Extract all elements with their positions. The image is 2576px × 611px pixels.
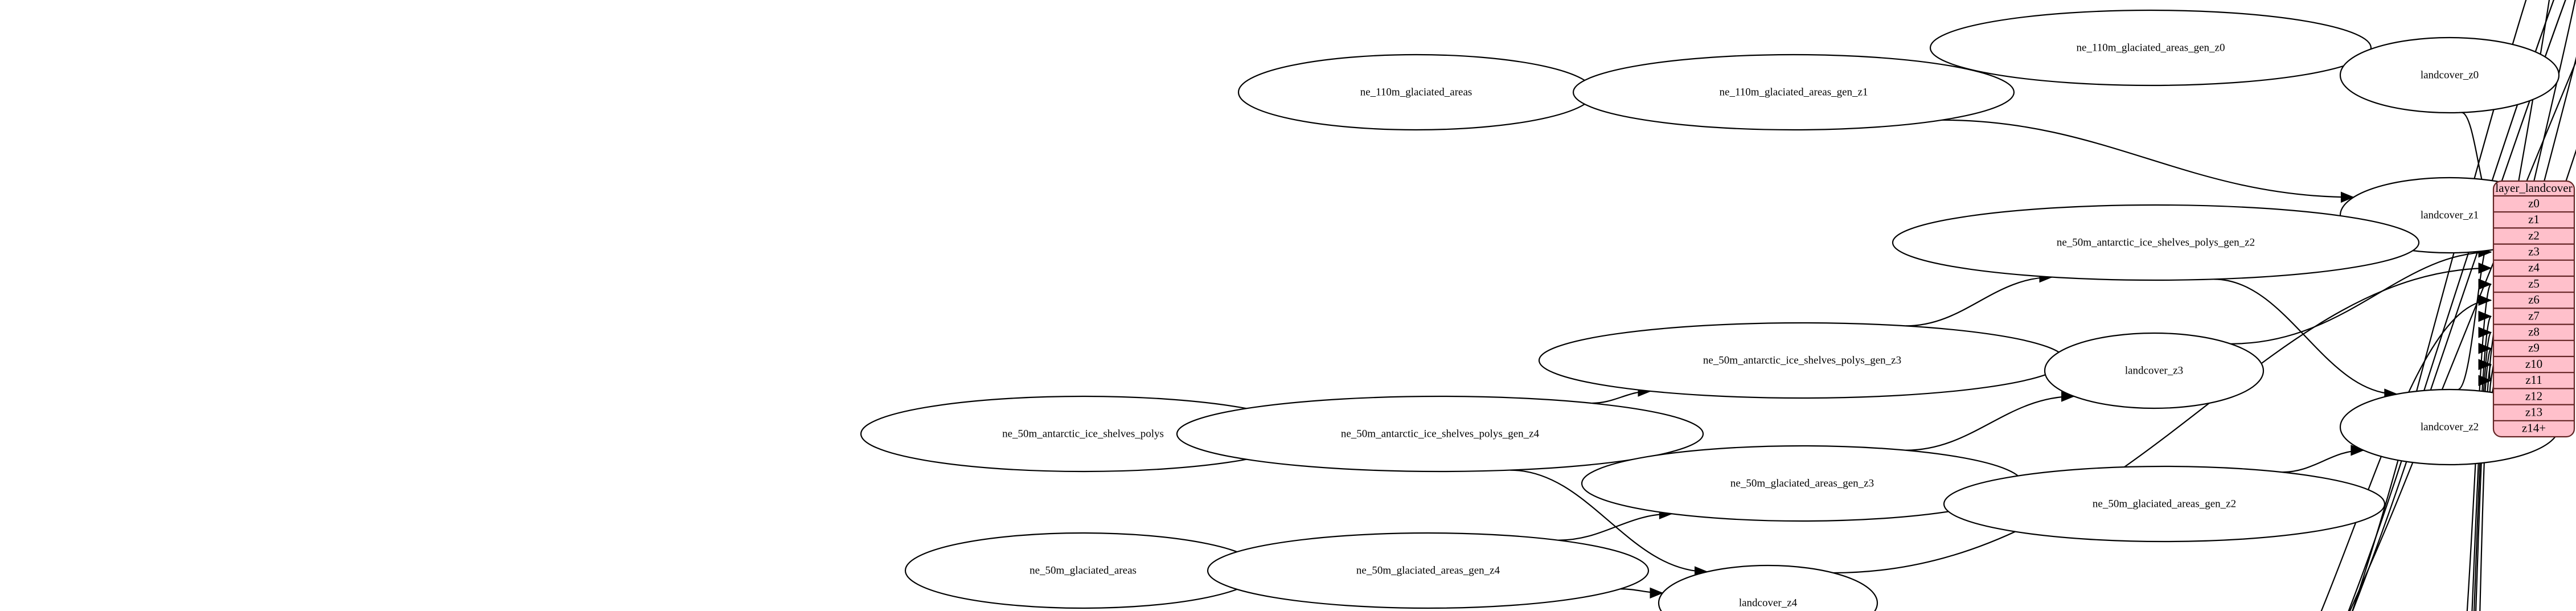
node-label: ne_50m_glaciated_areas_gen_z4 [1356, 564, 1500, 576]
node-label: landcover_z4 [1739, 597, 1798, 609]
graph-node-landcover_z3[interactable]: landcover_z3 [2044, 332, 2265, 409]
node-ellipse [1176, 395, 1704, 473]
table-row-z13[interactable]: z13 [2525, 405, 2542, 419]
edge-arrowhead [2478, 343, 2492, 354]
edge-landcover_z4-to-layer_landcover_z4 [1833, 267, 2492, 574]
graph-node-ne_110m_glaciated_areas_gen_z1[interactable]: ne_110m_glaciated_areas_gen_z1 [1572, 54, 2015, 131]
table-row-z3[interactable]: z3 [2528, 245, 2540, 259]
table-row-z9[interactable]: z9 [2528, 341, 2540, 355]
edge-landcover_z3-to-layer_landcover_z3 [2230, 251, 2492, 345]
graph-node-ne_50m_antarctic_ice_shelves_polys_gen_z4[interactable]: ne_50m_antarctic_ice_shelves_polys_gen_z… [1176, 395, 1704, 473]
table-row-z5[interactable]: z5 [2528, 277, 2540, 290]
graph-node-ne_50m_antarctic_ice_shelves_polys_gen_z3[interactable]: ne_50m_antarctic_ice_shelves_polys_gen_z… [1538, 322, 2066, 399]
node-label: ne_50m_antarctic_ice_shelves_polys [1002, 428, 1164, 440]
node-label: ne_50m_glaciated_areas_gen_z2 [2093, 498, 2236, 510]
edge-ne_50m_antarctic_ice_shelves_polys_gen_z4-to-landcover_z4 [1510, 469, 1708, 573]
node-ellipse [1892, 204, 2420, 281]
edge-arrowhead [2478, 326, 2492, 338]
node-label: ne_50m_antarctic_ice_shelves_polys_gen_z… [1341, 428, 1540, 440]
table-row-z14+[interactable]: z14+ [2522, 421, 2546, 435]
table-row-z2[interactable]: z2 [2528, 228, 2540, 242]
table-row-z6[interactable]: z6 [2528, 293, 2540, 306]
edge-osm_landcover_polygon-to-layer_landcover_z14_ [2349, 60, 2576, 611]
graph-node-ne_50m_glaciated_areas_gen_z3[interactable]: ne_50m_glaciated_areas_gen_z3 [1581, 445, 2024, 522]
table-row-z8[interactable]: z8 [2528, 325, 2540, 339]
edge-ne_50m_antarctic_ice_shelves_polys_gen_z2-to-landcover_z2 [2214, 278, 2397, 395]
node-label: landcover_z3 [2125, 364, 2183, 376]
edge-ne_110m_glaciated_areas_gen_z1-to-landcover_z1 [1942, 119, 2354, 198]
graph-node-ne_50m_glaciated_areas_gen_z2[interactable]: ne_50m_glaciated_areas_gen_z2 [1943, 465, 2386, 543]
edge-osm_landcover_gen_z8-to-layer_landcover_z8 [2473, 331, 2492, 611]
edge-arrowhead [1650, 587, 1664, 599]
table-header-label: layer_landcover [2495, 181, 2572, 195]
table-row-z7[interactable]: z7 [2528, 309, 2540, 322]
edge-arrowhead [2478, 294, 2492, 306]
node-ellipse [1943, 465, 2386, 543]
node-label: ne_110m_glaciated_areas [1360, 86, 1472, 98]
node-label: ne_110m_glaciated_areas_gen_z0 [2077, 42, 2225, 54]
edge-osm_landcover_gen_z13-to-layer_landcover_z13 [2352, 0, 2576, 611]
graph-node-landcover_z0[interactable]: landcover_z0 [2339, 36, 2560, 114]
graph-node-ne_50m_glaciated_areas_gen_z4[interactable]: ne_50m_glaciated_areas_gen_z4 [1207, 532, 1650, 609]
table-row-z12[interactable]: z12 [2525, 389, 2542, 403]
node-ellipse [1658, 564, 1878, 611]
edge-landcover_z5-to-layer_landcover_z5 [2466, 284, 2492, 611]
graph-node-ne_50m_glaciated_areas[interactable]: ne_50m_glaciated_areas [904, 532, 1262, 609]
edge-arrowhead [2478, 359, 2492, 370]
node-ellipse [1929, 9, 2372, 87]
edge-arrowhead [2478, 310, 2492, 322]
table-row-z1[interactable]: z1 [2528, 212, 2540, 226]
table-row-z11[interactable]: z11 [2525, 373, 2542, 387]
node-label: ne_50m_antarctic_ice_shelves_polys_gen_z… [1703, 354, 1901, 366]
edge-arrowhead [2478, 375, 2492, 387]
node-ellipse [2339, 36, 2560, 114]
node-ellipse [2044, 332, 2265, 409]
node-label: ne_110m_glaciated_areas_gen_z1 [1720, 86, 1868, 98]
graph-node-ne_50m_antarctic_ice_shelves_polys_gen_z2[interactable]: ne_50m_antarctic_ice_shelves_polys_gen_z… [1892, 204, 2420, 281]
edge-ne_50m_glaciated_areas_gen_z3-to-landcover_z3 [1905, 395, 2074, 451]
node-label: ne_50m_antarctic_ice_shelves_polys_gen_z… [2057, 236, 2255, 248]
edge-ne_50m_antarctic_ice_shelves_polys_gen_z3-to-ne_50m_antarctic_ice_shelves_polys_gen_z2 [1905, 276, 2053, 327]
edge-ne_50m_glaciated_areas_gen_z4-to-ne_50m_glaciated_areas_gen_z3 [1558, 513, 1672, 541]
edge-osm_landcover_gen_z7-to-layer_landcover_z7 [2471, 315, 2492, 611]
node-label: landcover_z2 [2421, 421, 2479, 433]
nodes-layer: imposm3osm_landcover_polygonsimplify_vw_… [860, 9, 2560, 611]
table-row-z0[interactable]: z0 [2528, 196, 2540, 210]
node-ellipse [1207, 532, 1650, 609]
edge-landcover_z6-to-layer_landcover_z6 [2320, 300, 2492, 611]
graph-node-ne_110m_glaciated_areas_gen_z0[interactable]: ne_110m_glaciated_areas_gen_z0 [1929, 9, 2372, 87]
table-row-z4[interactable]: z4 [2528, 261, 2540, 274]
table-row-z10[interactable]: z10 [2525, 357, 2542, 371]
node-label: landcover_z1 [2421, 209, 2479, 221]
node-label: ne_50m_glaciated_areas [1029, 564, 1137, 576]
graph-node-ne_50m_antarctic_ice_shelves_polys[interactable]: ne_50m_antarctic_ice_shelves_polys [860, 395, 1306, 473]
graph-node-ne_110m_glaciated_areas[interactable]: ne_110m_glaciated_areas [1237, 54, 1595, 131]
edge-arrowhead [2340, 191, 2355, 203]
node-ellipse [1572, 54, 2015, 131]
node-label: landcover_z0 [2421, 69, 2479, 81]
node-label: ne_50m_glaciated_areas_gen_z3 [1730, 477, 1874, 489]
edge-arrowhead [2478, 263, 2492, 274]
graph-node-landcover_z4[interactable]: landcover_z4 [1658, 564, 1878, 611]
